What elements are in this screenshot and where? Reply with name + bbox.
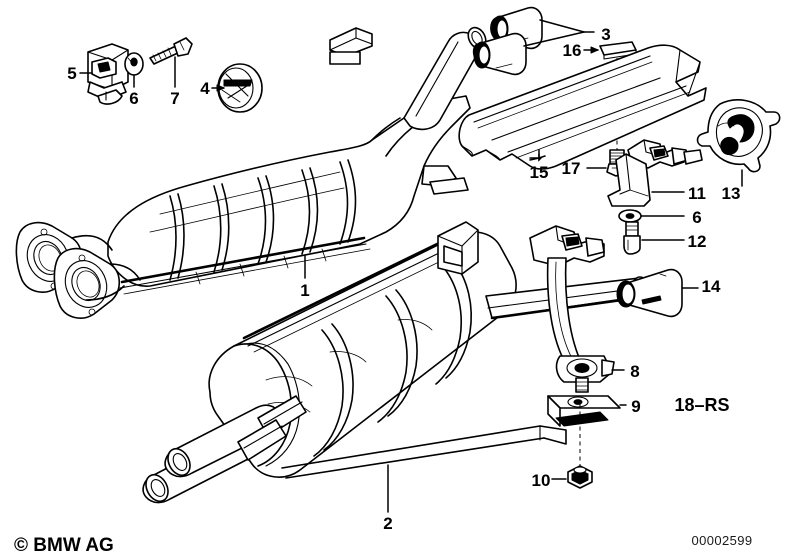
callout-6-upper: 6 <box>129 89 138 108</box>
part-13-rubber-mount: 13 <box>696 99 781 203</box>
callout-15: 15 <box>530 163 549 182</box>
callout-7: 7 <box>170 89 179 108</box>
part-14-connecting-sleeve: 14 <box>616 268 721 318</box>
part-5-support-bracket: 5 <box>67 43 129 105</box>
part-7-hex-bolt: 7 <box>149 37 193 108</box>
callout-6-lower: 6 <box>692 208 701 227</box>
part-3-clamp-sleeves: 3 <box>472 6 611 76</box>
callout-11: 11 <box>688 184 706 203</box>
copyright-bmw: © BMW AG <box>14 535 114 556</box>
part-9-angle-bracket: 9 <box>547 395 641 466</box>
callout-8: 8 <box>630 362 639 381</box>
part-11-mounting-bracket: 11 <box>607 139 706 207</box>
part-10-hex-nut: 10 <box>532 465 593 490</box>
callout-5: 5 <box>67 64 76 83</box>
inlet-flange-lower <box>53 247 121 319</box>
callout-2: 2 <box>383 514 392 533</box>
callout-1: 1 <box>300 281 309 300</box>
callout-4: 4 <box>200 79 210 98</box>
callout-13: 13 <box>722 184 741 203</box>
callout-14: 14 <box>702 277 721 296</box>
part-11-bracket-installed <box>437 221 479 275</box>
part-12-hex-bolt-long: 12 <box>623 221 707 255</box>
callout-17: 17 <box>562 159 581 178</box>
part-4-rubber-ring: 4 <box>200 63 263 113</box>
callout-12: 12 <box>688 232 707 251</box>
part-1-front-silencer: 1 <box>15 26 487 319</box>
part-6-washer-lower: 6 <box>618 208 702 227</box>
callout-9: 9 <box>631 397 640 416</box>
part-15-heat-shield: 15 <box>458 44 707 182</box>
reference-number: 00002599 <box>691 533 752 548</box>
variant-code-label: 18–RS <box>674 395 729 415</box>
callout-3: 3 <box>601 25 610 44</box>
callout-16: 16 <box>563 41 582 60</box>
part-6-washer-upper: 6 <box>124 52 144 108</box>
part-8-hanger-bracket: 8 <box>529 225 640 393</box>
callout-10: 10 <box>532 471 551 490</box>
